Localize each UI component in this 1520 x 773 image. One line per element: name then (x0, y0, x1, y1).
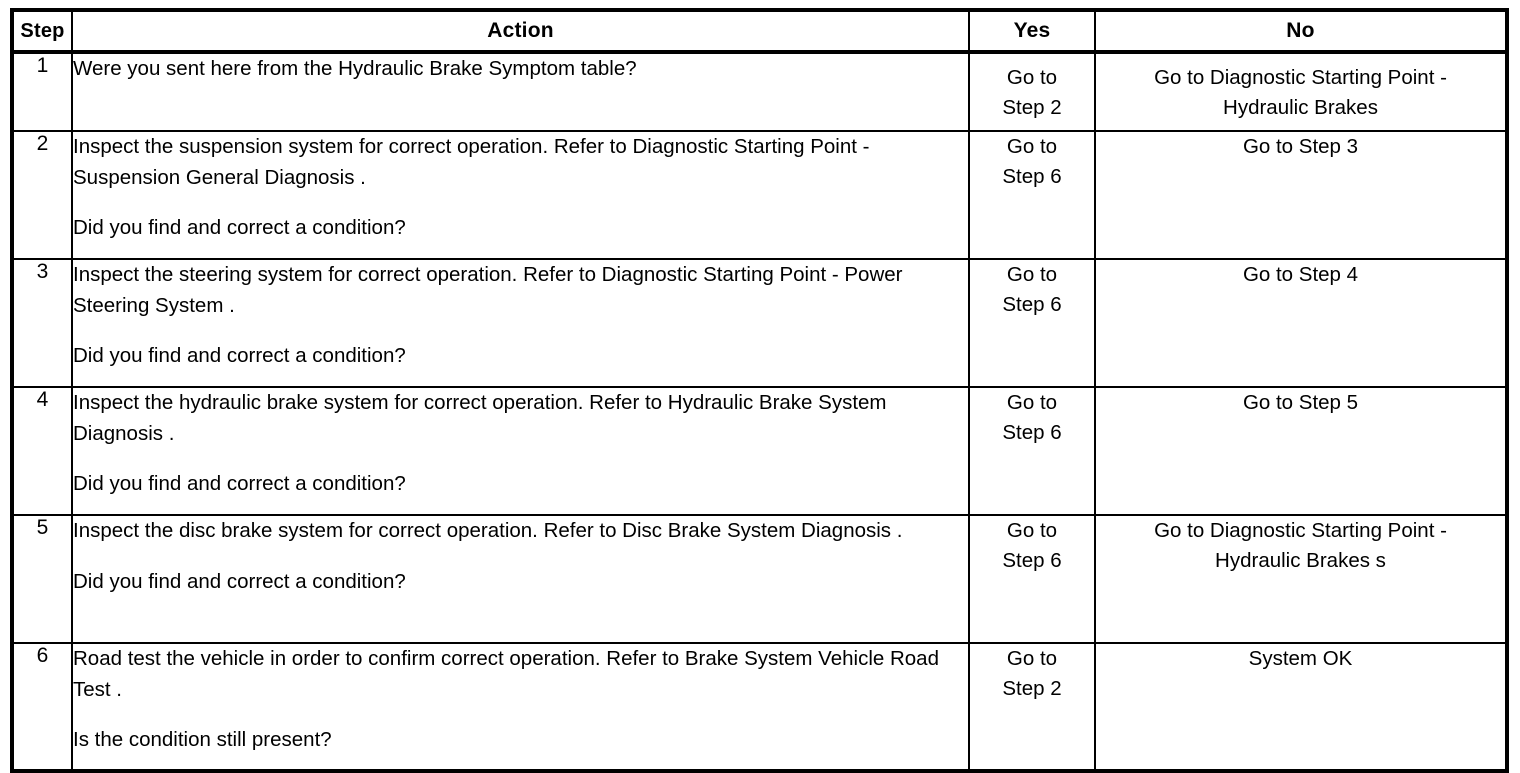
yes-answer: Go to Step 2 (968, 642, 1096, 773)
action-main-text: Inspect the hydraulic brake system for c… (73, 391, 887, 445)
action-main-text: Inspect the suspension system for correc… (73, 135, 870, 189)
diagnostic-table-sheet: Step Action Yes No 1 Were you sent here … (10, 8, 1509, 773)
action-main-text: Were you sent here from the Hydraulic Br… (73, 57, 637, 80)
action-text: Inspect the steering system for correct … (71, 258, 970, 389)
yes-line-1: Go to (1006, 519, 1058, 543)
yes-answer: Go to Step 6 (968, 258, 1096, 389)
action-spacer (73, 547, 968, 567)
yes-line-1: Go to (1006, 135, 1058, 159)
step-number: 1 (11, 50, 73, 133)
table-row: 3 Inspect the steering system for correc… (11, 258, 1508, 389)
no-line-2: Hydraulic Brakes s (1215, 549, 1386, 573)
table-row: 5 Inspect the disc brake system for corr… (11, 514, 1508, 645)
column-header-step: Step (11, 9, 73, 54)
action-main-text: Inspect the disc brake system for correc… (73, 519, 903, 543)
no-answer: Go to Step 4 (1094, 258, 1508, 389)
step-number: 3 (11, 258, 73, 389)
no-answer: Go to Step 5 (1094, 386, 1508, 517)
action-spacer (73, 449, 968, 469)
no-line-2: Hydraulic Brakes (1223, 95, 1378, 119)
action-question-text: Did you find and correct a condition? (73, 343, 406, 367)
yes-answer: Go to Step 6 (968, 386, 1096, 517)
table-row: 1 Were you sent here from the Hydraulic … (11, 50, 1508, 133)
yes-line-2: Step 6 (1002, 165, 1062, 189)
yes-answer: Go to Step 6 (968, 514, 1096, 645)
yes-line-2: Step 6 (1002, 421, 1062, 445)
action-main-text: Inspect the steering system for correct … (73, 263, 903, 317)
no-line-1: Go to Diagnostic Starting Point - (1154, 66, 1447, 89)
action-text: Road test the vehicle in order to confir… (71, 642, 970, 773)
action-text: Were you sent here from the Hydraulic Br… (71, 50, 970, 133)
action-text: Inspect the disc brake system for correc… (71, 514, 970, 645)
action-question-text: Did you find and correct a condition? (73, 569, 406, 593)
action-text: Inspect the suspension system for correc… (71, 130, 970, 261)
column-header-yes: Yes (968, 9, 1096, 54)
table-row: 4 Inspect the hydraulic brake system for… (11, 386, 1508, 517)
yes-line-1: Go to (1006, 263, 1058, 287)
column-header-no: No (1094, 9, 1508, 54)
yes-answer: Go to Step 2 (968, 50, 1096, 133)
step-number: 4 (11, 386, 73, 517)
action-spacer (73, 705, 968, 725)
yes-line-1: Go to (1006, 391, 1058, 415)
yes-line-2: Step 2 (1002, 677, 1062, 701)
action-question-text: Is the condition still present? (73, 727, 332, 751)
column-header-action: Action (71, 9, 970, 54)
no-line-1: Go to Step 4 (1242, 263, 1359, 287)
no-line-1: System OK (1248, 647, 1353, 671)
table-row: 2 Inspect the suspension system for corr… (11, 130, 1508, 261)
no-line-1: Go to Step 3 (1242, 135, 1359, 159)
table-row: 6 Road test the vehicle in order to conf… (11, 642, 1508, 773)
yes-line-2: Step 2 (1002, 95, 1062, 119)
action-text: Inspect the hydraulic brake system for c… (71, 386, 970, 517)
no-line-1: Go to Diagnostic Starting Point - (1154, 519, 1447, 543)
step-number: 2 (11, 130, 73, 261)
action-spacer (73, 321, 968, 341)
step-number: 6 (11, 642, 73, 773)
no-answer: Go to Step 3 (1094, 130, 1508, 261)
yes-line-2: Step 6 (1002, 293, 1062, 317)
no-answer: Go to Diagnostic Starting Point - Hydrau… (1094, 50, 1508, 133)
action-spacer (73, 193, 968, 213)
action-main-text: Road test the vehicle in order to confir… (73, 647, 939, 701)
action-question-text: Did you find and correct a condition? (73, 215, 406, 239)
action-question-text: Did you find and correct a condition? (73, 471, 406, 495)
yes-line-1: Go to (1006, 66, 1058, 89)
step-number: 5 (11, 514, 73, 645)
no-answer: System OK (1094, 642, 1508, 773)
diagnostic-step-table: Step Action Yes No 1 Were you sent here … (10, 8, 1509, 773)
table-header-row: Step Action Yes No (11, 9, 1508, 54)
yes-answer: Go to Step 6 (968, 130, 1096, 261)
no-answer: Go to Diagnostic Starting Point - Hydrau… (1094, 514, 1508, 645)
no-line-1: Go to Step 5 (1242, 391, 1359, 415)
yes-line-2: Step 6 (1002, 549, 1062, 573)
yes-line-1: Go to (1006, 647, 1058, 671)
